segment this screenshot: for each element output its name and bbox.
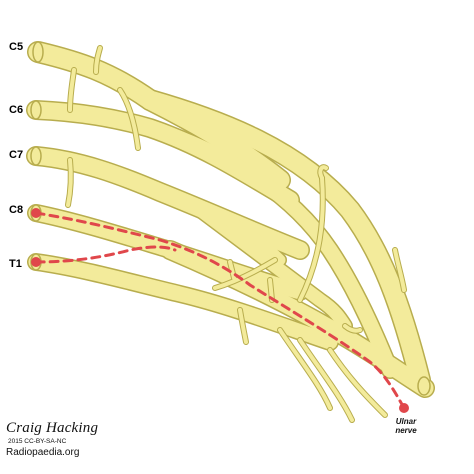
root-label-c8: C8 <box>9 204 24 216</box>
credit-site: Radiopaedia.org <box>6 447 80 458</box>
credit-author: Craig Hacking <box>6 420 99 436</box>
ulnar-nerve-label: Ulnar nerve <box>386 417 426 435</box>
root-label-c6: C6 <box>9 104 24 116</box>
t1-marker <box>31 257 41 267</box>
root-label-c7: C7 <box>9 149 24 161</box>
root-label-c5: C5 <box>9 41 24 53</box>
credit-block: Craig Hacking 2015 CC-BY-SA-NC Radiopaed… <box>6 420 98 458</box>
small-branches-fill <box>66 46 406 422</box>
c8-marker <box>31 208 41 218</box>
ulnar-nerve-pathway <box>31 208 409 413</box>
credit-license: 2015 CC-BY-SA-NC <box>8 438 67 445</box>
root-label-t1: T1 <box>9 258 22 270</box>
ulnar-end-marker <box>399 403 409 413</box>
ulnar-nerve-label-line1: Ulnar <box>395 417 417 426</box>
ulnar-nerve-label-line2: nerve <box>395 426 417 435</box>
